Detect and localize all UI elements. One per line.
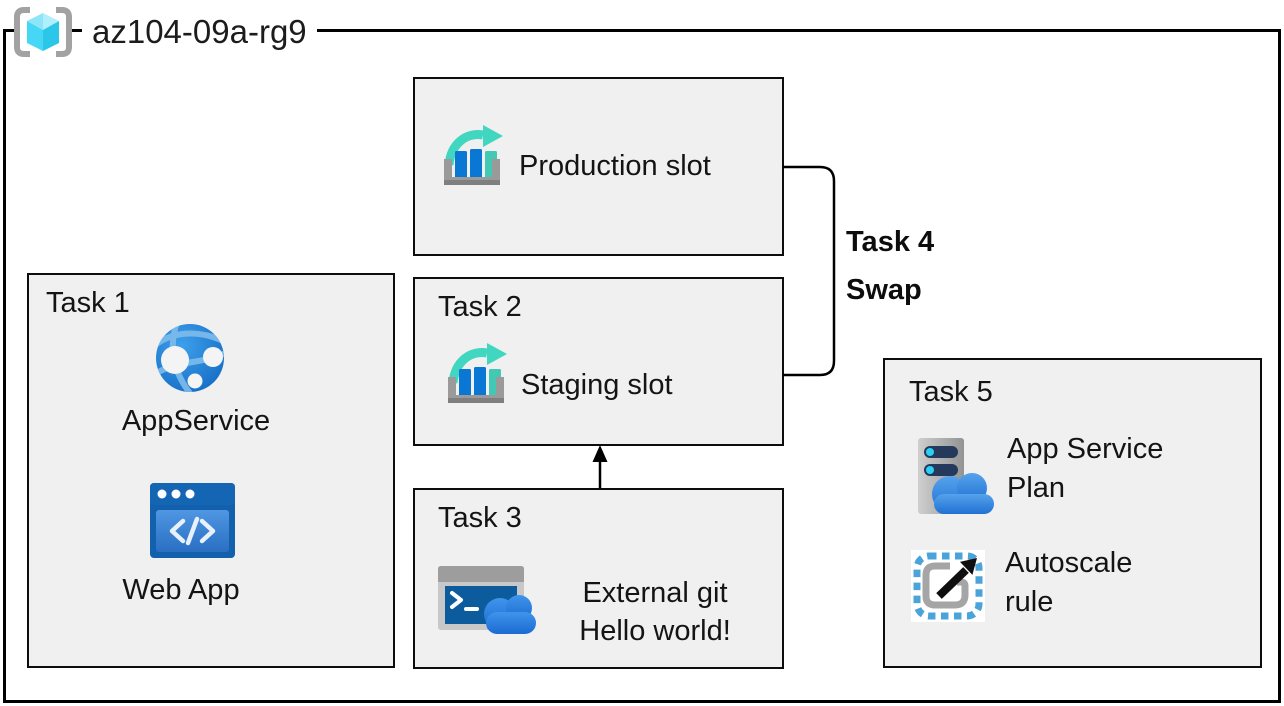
app-service-plan-line1: App Service: [1007, 433, 1164, 465]
app-service-plan-icon: [918, 438, 994, 514]
task5-box: Task 5 App Service Plan: [883, 358, 1262, 668]
task5-title: Task 5: [909, 376, 993, 408]
deployment-slot-icon: [444, 125, 503, 185]
cloud-shell-icon: [438, 566, 536, 634]
production-slot-box: Production slot: [413, 77, 784, 256]
task1-box: Task 1 AppService: [27, 273, 395, 668]
web-app-label: Web App: [122, 574, 240, 606]
autoscale-rule-text: Autoscale rule: [1005, 544, 1132, 622]
app-service-plan-line2: Plan: [1007, 472, 1066, 504]
autoscale-icon: [911, 550, 985, 622]
task1-title: Task 1: [46, 287, 130, 319]
hello-world-label: Hello world!: [579, 615, 731, 647]
task3-title: Task 3: [438, 502, 522, 534]
task4-swap-label: Task 4 Swap: [846, 218, 934, 314]
web-app-icon: [150, 483, 235, 558]
staging-slot-label: Staging slot: [521, 369, 673, 401]
production-slot-label: Production slot: [519, 150, 711, 182]
task4-title: Task 4: [846, 226, 935, 258]
app-service-icon: [156, 324, 224, 392]
deployment-slot-icon: [448, 343, 507, 403]
external-git-label: External git: [582, 577, 728, 609]
autoscale-rule-line1: Autoscale: [1005, 547, 1133, 579]
resource-group-header: az104-09a-rg9: [14, 6, 317, 58]
app-service-plan-text: App Service Plan: [1007, 430, 1163, 508]
resource-group-label: az104-09a-rg9: [82, 7, 317, 57]
task3-box: Task 3 External git Hello world!: [413, 488, 784, 669]
task2-title: Task 2: [438, 291, 522, 323]
app-service-label: AppService: [121, 405, 271, 437]
resource-group-icon: [14, 7, 72, 57]
task2-box: Task 2 Staging slot: [413, 277, 784, 446]
task4-action: Swap: [846, 274, 922, 306]
autoscale-rule-line2: rule: [1005, 586, 1054, 618]
task3-text: External git Hello world!: [545, 574, 765, 650]
